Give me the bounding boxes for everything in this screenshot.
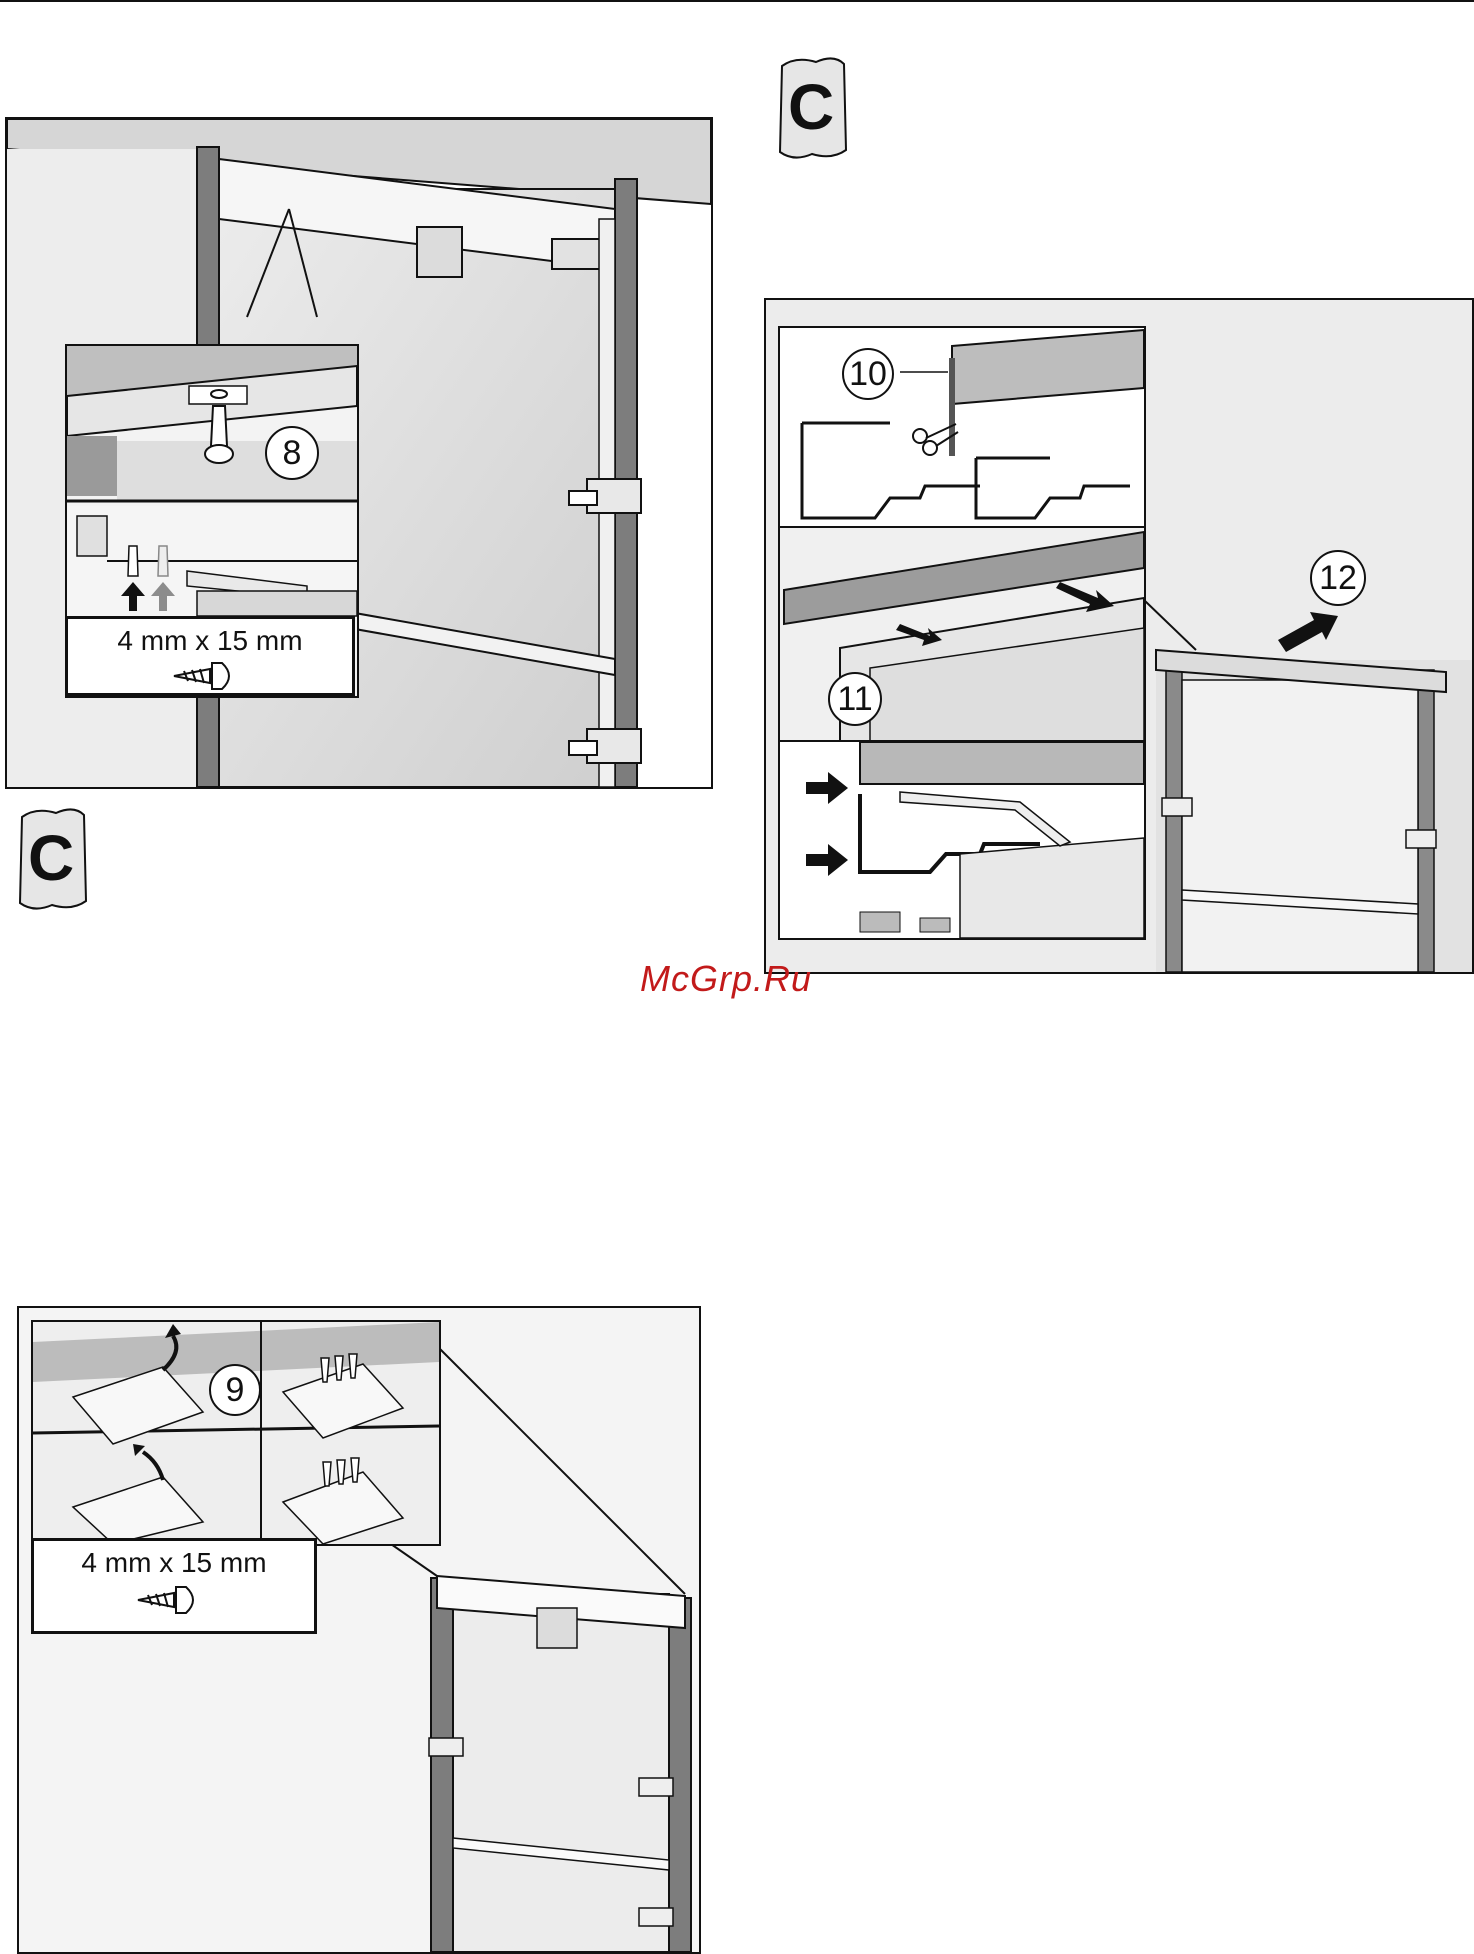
step-number-10: 10 bbox=[842, 348, 894, 400]
figure-right: 12 10 bbox=[764, 298, 1474, 974]
screw-side-icon bbox=[134, 1583, 214, 1617]
figure-bottom-left: 9 4 mm x 15 mm bbox=[17, 1306, 701, 1954]
bag-letter: C bbox=[788, 70, 834, 144]
bracket-steps-illustration bbox=[33, 1322, 439, 1544]
arrow-right-icon-2 bbox=[806, 844, 848, 876]
figure-top-left: 8 4 mm x 15 mm bbox=[5, 117, 713, 789]
detail-inset-screw: 8 4 mm x 15 mm bbox=[65, 344, 359, 698]
cut-profile-illustration bbox=[780, 328, 1144, 528]
watermark: McGrp.Ru bbox=[640, 958, 812, 1000]
detail-cut-profile: 10 bbox=[778, 326, 1146, 530]
detail-profile-fitted bbox=[778, 740, 1146, 940]
accessory-bag-c-right: C bbox=[776, 54, 850, 162]
top-rule bbox=[0, 0, 1474, 2]
detail-press-profile: 11 bbox=[778, 526, 1146, 744]
step-number-9: 9 bbox=[209, 1364, 261, 1416]
screw-side-icon bbox=[170, 659, 250, 693]
step-number-12: 12 bbox=[1310, 550, 1366, 606]
bag-letter: C bbox=[28, 821, 74, 895]
arrow-right-icon-1 bbox=[806, 772, 848, 804]
accessory-bag-c-left: C bbox=[16, 805, 90, 913]
step-number-11: 11 bbox=[828, 672, 882, 726]
step-number-8: 8 bbox=[265, 426, 319, 480]
screw-size-label: 4 mm x 15 mm bbox=[34, 1547, 314, 1579]
screw-size-box: 4 mm x 15 mm bbox=[65, 616, 355, 696]
profile-fitted-illustration bbox=[780, 742, 1144, 938]
screw-size-box: 4 mm x 15 mm bbox=[31, 1538, 317, 1634]
detail-bracket-steps: 9 bbox=[31, 1320, 441, 1546]
screw-size-label: 4 mm x 15 mm bbox=[68, 625, 352, 657]
